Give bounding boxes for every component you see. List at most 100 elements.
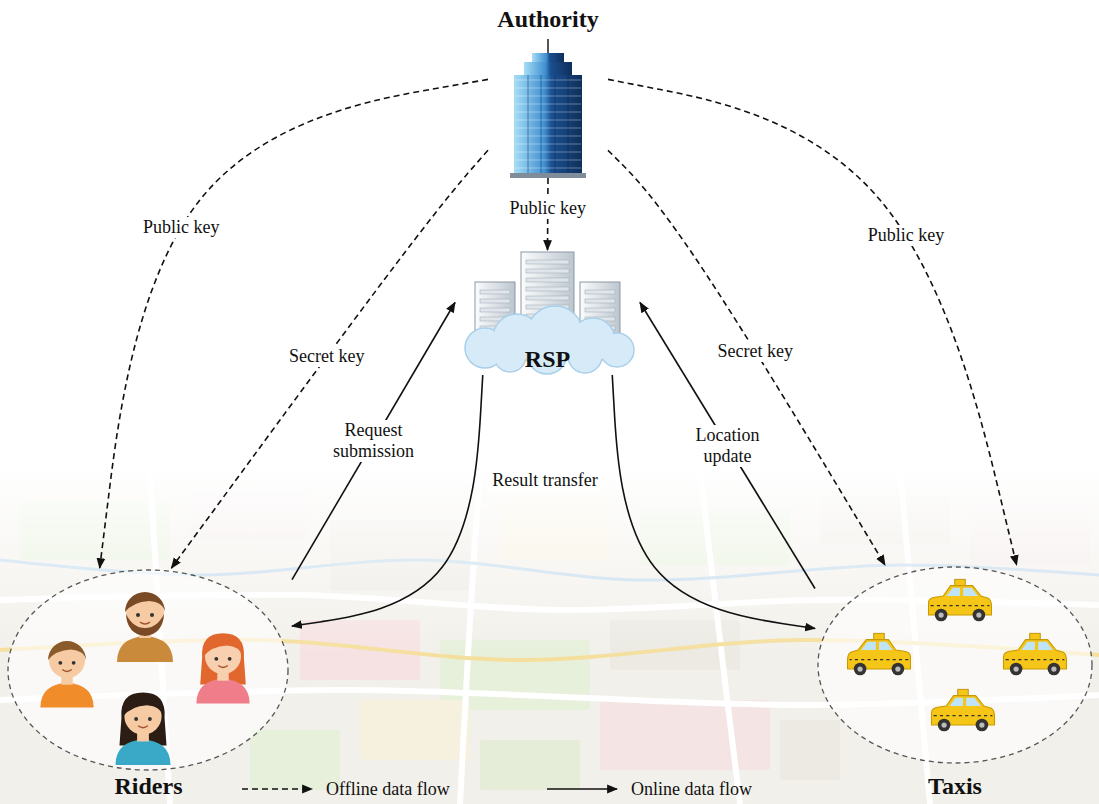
taxi-car-part (874, 633, 885, 639)
legend-entry: Offline data flow (240, 778, 450, 800)
node-label: Taxis (928, 772, 982, 800)
cloud-shape-part (495, 341, 525, 371)
riders-group: Riders (5, 568, 292, 800)
taxi-car-part (938, 612, 943, 617)
taxi-car-part (879, 642, 893, 650)
person-figure (40, 641, 93, 708)
taxi-car-part (935, 609, 948, 622)
person-figure-part (48, 641, 86, 660)
person-figure-part (126, 614, 164, 636)
taxi-car-part (979, 722, 984, 727)
person-figure-part (214, 657, 218, 661)
taxi-car-part (1051, 666, 1056, 671)
online-flow-arrow (292, 303, 455, 580)
building-icon-part (515, 128, 581, 129)
legend-sample (240, 778, 318, 800)
taxis-group: Taxis (815, 565, 1095, 800)
person-figure-part (204, 637, 242, 656)
building-icon-part (515, 160, 581, 161)
building-icon-part (515, 80, 581, 81)
edge-label: Request submission (321, 420, 427, 462)
person-figure-part (148, 717, 152, 721)
dashed-arrow-sample (242, 788, 312, 790)
person-figure-part (117, 636, 173, 662)
building-icon-part (532, 53, 564, 63)
building-icon-part (510, 173, 586, 178)
person-figure-part (119, 692, 166, 745)
legend-sample (545, 778, 623, 800)
taxi-car-part (931, 605, 990, 606)
building-icon-part (555, 75, 556, 175)
authority-building: Authority (488, 5, 608, 178)
person-figure-part (138, 726, 148, 728)
taxi-car-part (1013, 666, 1018, 671)
building-icon-part (515, 136, 581, 137)
server-icon-part (480, 290, 510, 294)
person-figure-part (228, 657, 232, 661)
node-icon (5, 568, 292, 800)
taxi-car-part (976, 719, 989, 732)
person-figure-part (116, 740, 171, 765)
server-icon-part (526, 278, 569, 282)
building-icon-part (515, 104, 581, 105)
taxi-car-part (976, 612, 981, 617)
city-map-part (360, 700, 470, 760)
person-figure-part (136, 613, 140, 617)
edge-label: Public key (865, 225, 948, 246)
building-icon (510, 39, 586, 178)
taxi-car-part (1021, 642, 1035, 650)
taxi-car-part (958, 689, 969, 695)
offline-flow-arrow (100, 79, 488, 568)
person-figure (116, 692, 171, 765)
taxi-car-part (854, 663, 867, 676)
edge-label: Secret key (286, 346, 367, 367)
taxis-illustration (848, 579, 1067, 731)
server-icon-part (585, 299, 615, 303)
offline-flow-arrow (608, 150, 885, 565)
building-icon-part (547, 39, 549, 55)
person-figure-part (196, 679, 249, 704)
offline-flow-arrow (608, 79, 1017, 565)
taxi-car (932, 689, 995, 731)
person-figure-part (58, 661, 62, 665)
taxi-car-part (1030, 633, 1041, 639)
person-figure-part (125, 592, 165, 612)
building-icon-part (515, 120, 581, 121)
edge-label: Public key (140, 217, 223, 238)
offline-flow-arrow (171, 150, 488, 568)
cloud-shape-part (601, 334, 633, 366)
taxi-car-part (941, 722, 946, 727)
taxi-car-part (946, 588, 960, 596)
taxi-car (1004, 633, 1067, 675)
edge-label: Secret key (715, 341, 796, 362)
node-label: Riders (115, 772, 183, 800)
edge-label: Public key (507, 198, 590, 219)
taxi-car-part (949, 698, 963, 706)
building-icon-part (528, 75, 529, 175)
node-icon (815, 565, 1095, 800)
solid-arrow-sample (547, 788, 617, 790)
cloud-shape (465, 306, 634, 374)
edge-label: Location update (675, 425, 781, 467)
person-figure-part (134, 717, 138, 721)
building-icon-part (515, 152, 581, 153)
taxi-car-part (1048, 663, 1061, 676)
server-icon-part (480, 308, 510, 312)
person-figure-part (205, 638, 241, 674)
building-icon-part (515, 96, 581, 97)
server-icon-part (585, 308, 615, 312)
rsp-server: RSP (455, 250, 640, 375)
legend-label: Online data flow (631, 778, 752, 800)
city-map-part (480, 740, 580, 790)
server-icon-part (526, 260, 569, 264)
taxi-car-part (1010, 663, 1023, 676)
server-icon-part (585, 290, 615, 294)
group-outline (818, 567, 1092, 763)
taxi-car-part (850, 659, 909, 660)
server-icon-part (526, 287, 569, 291)
building-icon-part (515, 144, 581, 145)
server-icon-part (526, 269, 569, 273)
building-icon-part (514, 75, 582, 175)
taxi-car-part (973, 609, 986, 622)
person-figure (196, 633, 249, 703)
